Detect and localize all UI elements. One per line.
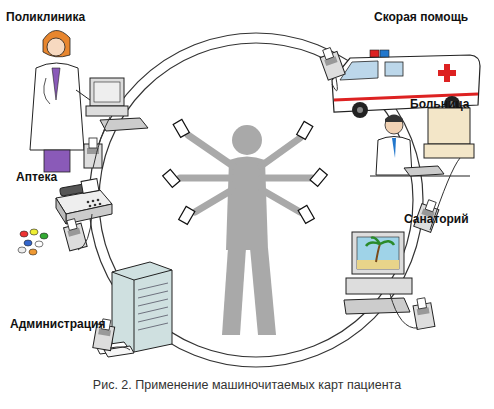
doctor-figure bbox=[30, 30, 90, 172]
patient-figure bbox=[180, 125, 312, 335]
hospital-worker bbox=[370, 108, 474, 176]
cables bbox=[78, 78, 460, 350]
station-label: Поликлиника bbox=[6, 10, 85, 24]
patient-cards bbox=[163, 119, 328, 224]
ambulance bbox=[332, 50, 480, 118]
card-readers bbox=[62, 46, 441, 351]
station-label: Больница bbox=[410, 97, 469, 111]
polyclinic-computer bbox=[86, 78, 148, 131]
pills bbox=[18, 229, 48, 255]
sanatorium-computer bbox=[344, 232, 412, 314]
station-label: Администрация bbox=[10, 317, 105, 331]
pharmacy-fax bbox=[56, 179, 112, 224]
station-label: Скорая помощь bbox=[374, 10, 468, 24]
station-label: Санаторий bbox=[404, 212, 469, 226]
station-label: Аптека bbox=[16, 170, 57, 184]
figure-caption: Рис. 2. Применение машиночитаемых карт п… bbox=[0, 378, 494, 393]
